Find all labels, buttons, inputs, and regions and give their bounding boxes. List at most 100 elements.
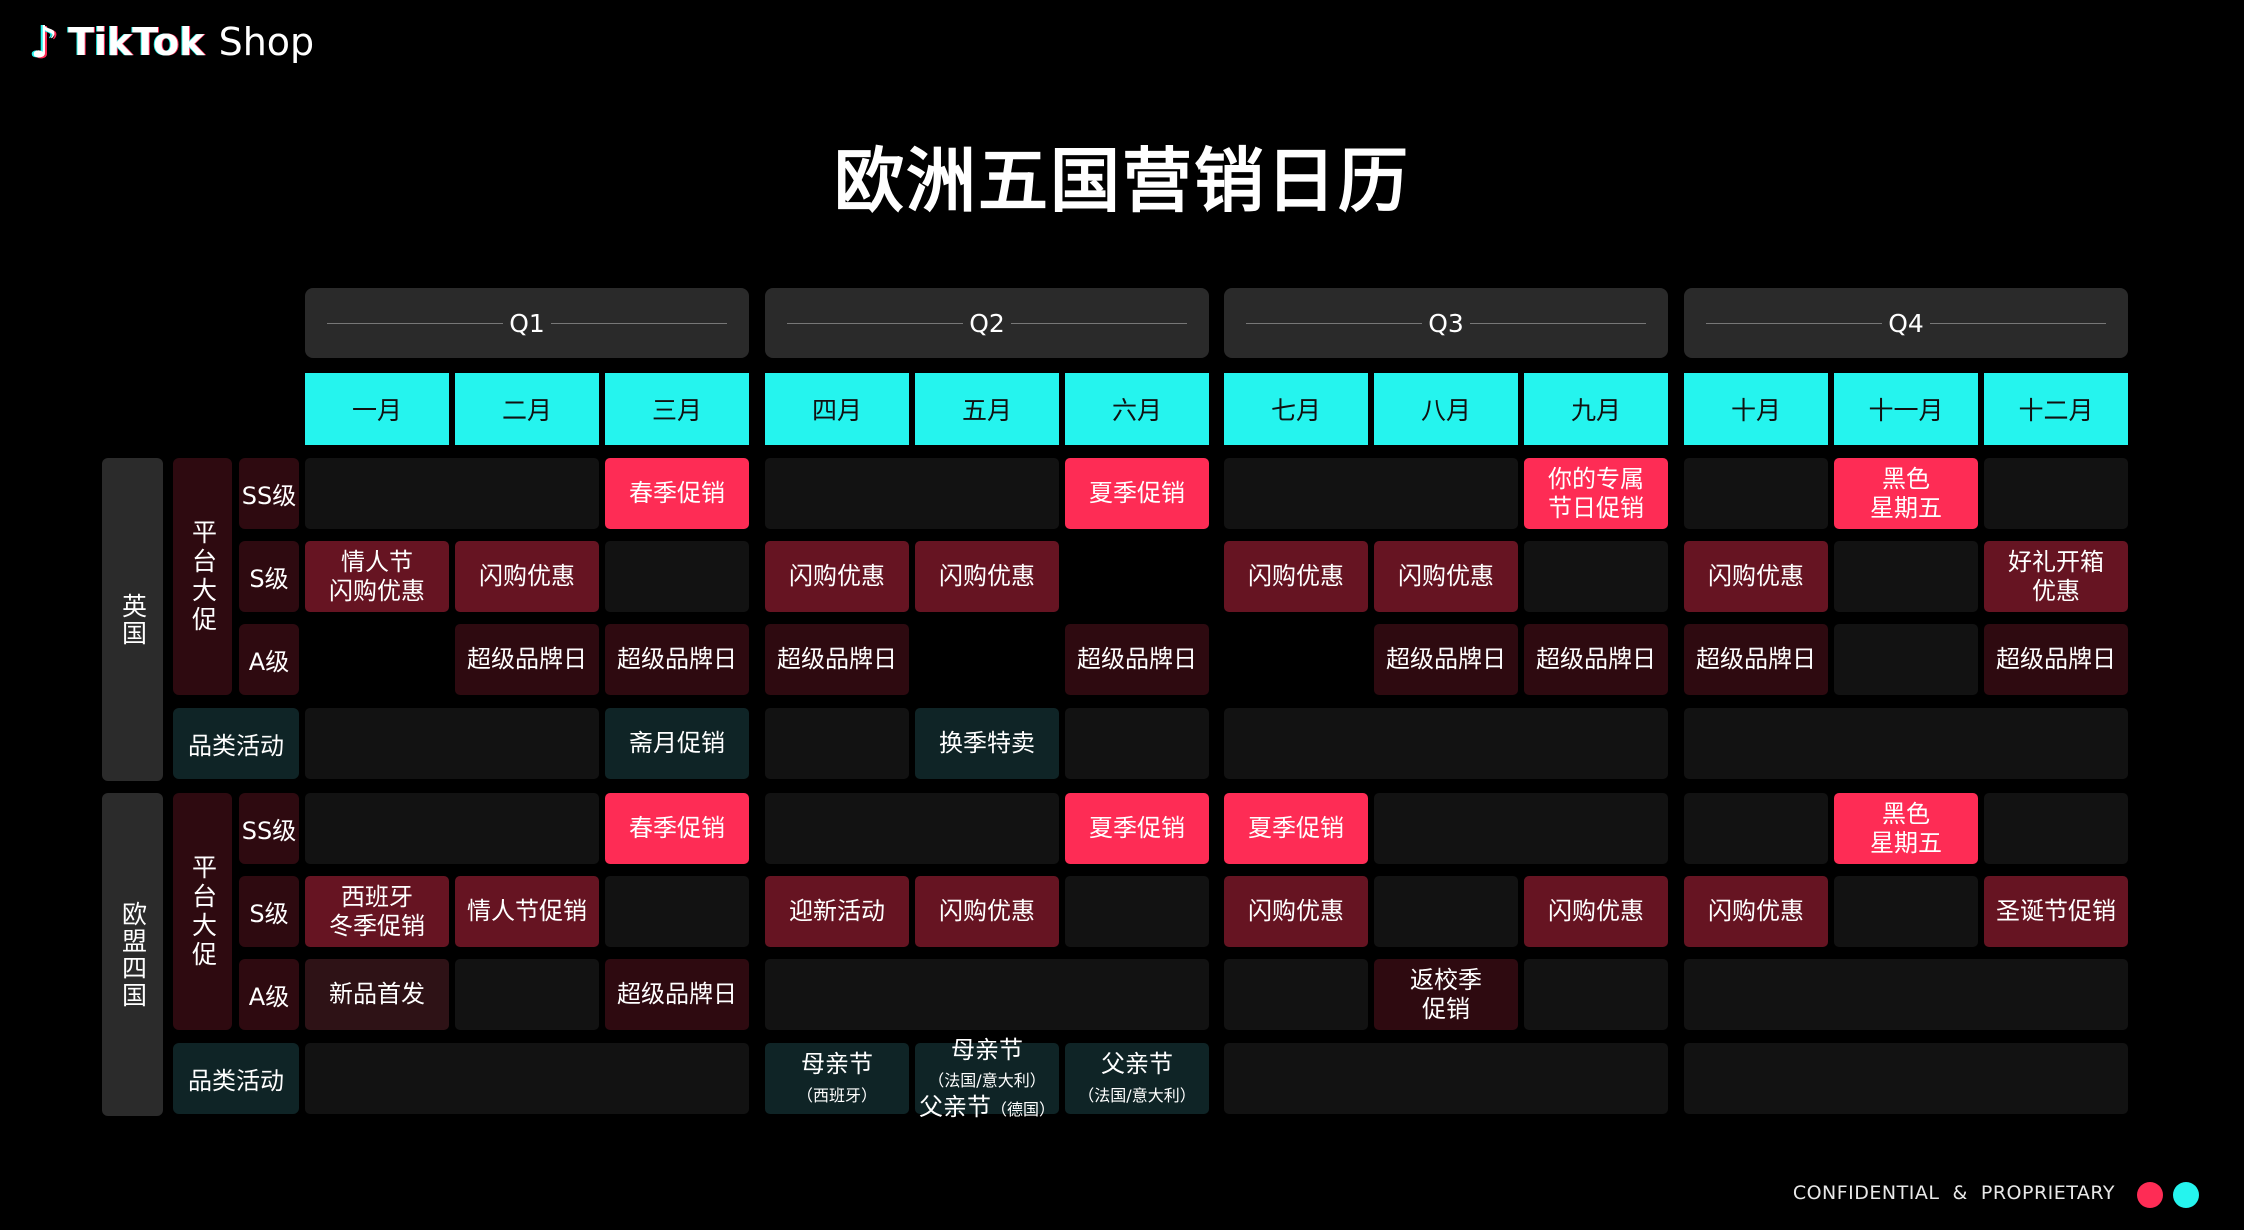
event-text: 星期五 bbox=[1870, 493, 1942, 522]
event-cell[interactable]: 超级品牌日 bbox=[1984, 624, 2128, 695]
event-cell[interactable]: 春季促销 bbox=[605, 793, 749, 864]
tier-label: SS级 bbox=[239, 458, 299, 529]
event-subtext: （法国/意大利） bbox=[1078, 1085, 1196, 1105]
event-text-line: 迎新活动 bbox=[789, 897, 885, 925]
event-cell[interactable]: 换季特卖 bbox=[915, 708, 1059, 779]
tier-label: S级 bbox=[239, 541, 299, 612]
event-cell[interactable]: 情人节促销 bbox=[455, 876, 599, 947]
event-text-line: 返校季 bbox=[1410, 966, 1482, 994]
event-text-line: 春季促销 bbox=[629, 814, 725, 842]
event-text-line: 圣诞节促销 bbox=[1996, 897, 2116, 925]
quarter-label: Q3 bbox=[1422, 308, 1470, 338]
event-cell[interactable]: 闪购优惠 bbox=[915, 876, 1059, 947]
event-text-line: 星期五 bbox=[1870, 494, 1942, 522]
event-cell[interactable]: 情人节闪购优惠 bbox=[305, 541, 449, 612]
empty-cell bbox=[1834, 876, 1978, 947]
event-text: 闪购优惠 bbox=[1248, 562, 1344, 591]
footer-dot-cyan bbox=[2173, 1182, 2199, 1208]
event-text: 母亲节 bbox=[801, 1050, 873, 1079]
logo-text: TikTok bbox=[68, 20, 205, 64]
event-text: 闪购优惠 bbox=[1398, 562, 1494, 591]
month-header: 八月 bbox=[1374, 373, 1518, 445]
event-cell[interactable]: 闪购优惠 bbox=[455, 541, 599, 612]
tier-label: A级 bbox=[239, 624, 299, 695]
event-cell[interactable]: 黑色星期五 bbox=[1834, 458, 1978, 529]
event-cell[interactable]: 父亲节（法国/意大利） bbox=[1065, 1043, 1209, 1114]
quarter-label: Q4 bbox=[1882, 308, 1930, 338]
event-text-line: 超级品牌日 bbox=[617, 645, 737, 673]
tier-label: S级 bbox=[239, 876, 299, 947]
event-text-line: 超级品牌日 bbox=[1536, 645, 1656, 673]
event-cell[interactable]: 闪购优惠 bbox=[1374, 541, 1518, 612]
empty-cell bbox=[1224, 458, 1518, 529]
event-cell[interactable]: 闪购优惠 bbox=[1684, 541, 1828, 612]
event-cell[interactable]: 闪购优惠 bbox=[1684, 876, 1828, 947]
event-text-line: 节日促销 bbox=[1548, 494, 1644, 522]
event-cell[interactable]: 超级品牌日 bbox=[765, 624, 909, 695]
event-cell[interactable]: 闪购优惠 bbox=[915, 541, 1059, 612]
event-cell[interactable]: 夏季促销 bbox=[1224, 793, 1368, 864]
event-cell[interactable]: 夏季促销 bbox=[1065, 458, 1209, 529]
event-text: 闪购优惠 bbox=[1548, 897, 1644, 926]
event-cell[interactable]: 母亲节 （西班牙） bbox=[765, 1043, 909, 1114]
event-cell[interactable]: 超级品牌日 bbox=[455, 624, 599, 695]
event-text: 促销 bbox=[1422, 994, 1470, 1023]
event-cell[interactable]: 返校季促销 bbox=[1374, 959, 1518, 1030]
event-cell[interactable]: 夏季促销 bbox=[1065, 793, 1209, 864]
event-cell[interactable]: 超级品牌日 bbox=[1374, 624, 1518, 695]
event-cell[interactable]: 闪购优惠 bbox=[765, 541, 909, 612]
event-text-line: 新品首发 bbox=[329, 980, 425, 1008]
platform-promo-label: 平台大促 bbox=[173, 793, 232, 1030]
event-text-line: 闪购优惠 bbox=[1248, 562, 1344, 590]
event-cell[interactable]: 好礼开箱优惠 bbox=[1984, 541, 2128, 612]
event-cell[interactable]: 新品首发 bbox=[305, 959, 449, 1030]
empty-cell bbox=[1065, 876, 1209, 947]
empty-cell bbox=[455, 959, 599, 1030]
empty-cell bbox=[1524, 541, 1668, 612]
category-activity-label: 品类活动 bbox=[173, 708, 299, 779]
quarter-header-q3: Q3 bbox=[1224, 288, 1668, 358]
tier-label: A级 bbox=[239, 959, 299, 1030]
event-cell[interactable]: 你的专属节日促销 bbox=[1524, 458, 1668, 529]
event-text-line: （法国/意大利） bbox=[928, 1064, 1045, 1092]
event-cell[interactable]: 母亲节（法国/意大利）父亲节（德国） bbox=[915, 1036, 1059, 1121]
month-header: 四月 bbox=[765, 373, 909, 445]
event-cell[interactable]: 超级品牌日 bbox=[605, 959, 749, 1030]
event-text-line: 夏季促销 bbox=[1089, 479, 1185, 507]
event-cell[interactable]: 西班牙冬季促销 bbox=[305, 876, 449, 947]
event-text: 你的专属 bbox=[1548, 465, 1644, 494]
empty-cell bbox=[1834, 541, 1978, 612]
event-text: 超级品牌日 bbox=[617, 645, 737, 674]
event-cell[interactable]: 迎新活动 bbox=[765, 876, 909, 947]
event-cell[interactable]: 圣诞节促销 bbox=[1984, 876, 2128, 947]
event-subtext: （西班牙） bbox=[796, 1085, 877, 1105]
category-activity-label: 品类活动 bbox=[173, 1043, 299, 1114]
empty-cell bbox=[1684, 458, 1828, 529]
event-cell[interactable]: 春季促销 bbox=[605, 458, 749, 529]
empty-cell bbox=[1224, 1043, 1668, 1114]
event-cell[interactable]: 闪购优惠 bbox=[1224, 541, 1368, 612]
event-cell[interactable]: 超级品牌日 bbox=[1524, 624, 1668, 695]
event-cell[interactable]: 闪购优惠 bbox=[1524, 876, 1668, 947]
event-text: 母亲节 bbox=[951, 1036, 1023, 1065]
event-text-line: 星期五 bbox=[1870, 829, 1942, 857]
empty-cell bbox=[1524, 959, 1668, 1030]
event-cell[interactable]: 闪购优惠 bbox=[1224, 876, 1368, 947]
event-text: 情人节 bbox=[341, 548, 413, 577]
footer-dot-red bbox=[2137, 1182, 2163, 1208]
event-text-line: 超级品牌日 bbox=[467, 645, 587, 673]
empty-cell bbox=[765, 458, 1059, 529]
event-cell[interactable]: 超级品牌日 bbox=[605, 624, 749, 695]
event-cell[interactable]: 超级品牌日 bbox=[1684, 624, 1828, 695]
event-text: 超级品牌日 bbox=[1536, 645, 1656, 674]
event-text: 闪购优惠 bbox=[479, 562, 575, 591]
event-text: 闪购优惠 bbox=[1248, 897, 1344, 926]
event-cell[interactable]: 超级品牌日 bbox=[1065, 624, 1209, 695]
event-cell[interactable]: 斋月促销 bbox=[605, 708, 749, 779]
empty-cell bbox=[1684, 793, 1828, 864]
event-cell[interactable]: 黑色星期五 bbox=[1834, 793, 1978, 864]
event-subtext: （德国） bbox=[990, 1099, 1055, 1119]
empty-cell bbox=[765, 793, 1059, 864]
empty-cell bbox=[765, 959, 1209, 1030]
month-header: 七月 bbox=[1224, 373, 1368, 445]
